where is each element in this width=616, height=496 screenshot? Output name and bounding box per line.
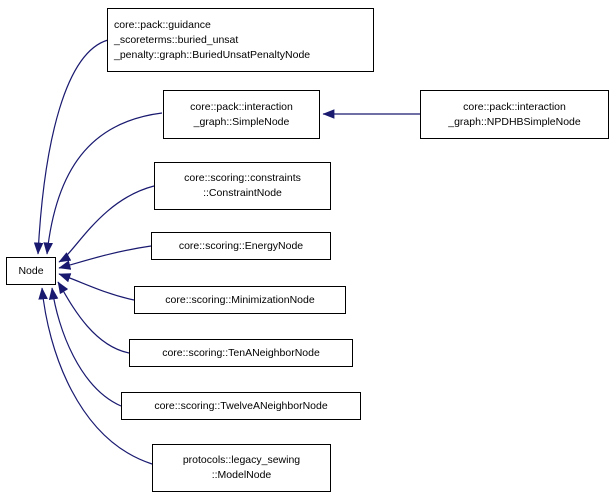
class-box-npdhb-simple-node[interactable]: core::pack::interaction _graph::NPDHBSim…: [420, 90, 609, 139]
class-label-line: core::pack::interaction: [463, 100, 566, 113]
class-label-line: ::ConstraintNode: [203, 187, 282, 199]
class-box-ten-a-neighbor-node[interactable]: core::scoring::TenANeighborNode: [129, 339, 353, 367]
class-box-simple-node[interactable]: core::pack::interaction _graph::SimpleNo…: [163, 90, 320, 139]
class-label-line: core::pack::interaction: [190, 100, 293, 113]
edge-model-node-to-node: [38, 287, 153, 465]
class-label-line: core::pack::guidance: [114, 18, 211, 31]
class-box-energy-node[interactable]: core::scoring::EnergyNode: [151, 232, 331, 260]
class-label: Node: [18, 264, 44, 277]
class-box-model-node[interactable]: protocols::legacy_sewing ::ModelNode: [152, 444, 331, 492]
edge-buried-unsat-to-node: [33, 39, 109, 255]
class-label-line: core::scoring::EnergyNode: [178, 239, 304, 252]
edge-minimization-node-to-node: [58, 273, 135, 301]
class-label-line: ::ModelNode: [211, 469, 272, 481]
class-label-line: protocols::legacy_sewing: [182, 454, 301, 466]
class-box-constraint-node[interactable]: core::scoring::constraints ::ConstraintN…: [154, 162, 331, 210]
class-label-line: _graph::NPDHBSimpleNode: [448, 115, 581, 128]
class-box-node: Node: [6, 257, 56, 285]
class-label-line: core::scoring::constraints: [184, 172, 301, 184]
edge-twelve-a-neighbor-to-node: [48, 287, 122, 407]
edge-simple-node-to-node: [43, 112, 163, 255]
class-box-twelve-a-neighbor-node[interactable]: core::scoring::TwelveANeighborNode: [121, 392, 361, 420]
class-label-line: _graph::SimpleNode: [193, 115, 290, 128]
class-label-line: core::scoring::TenANeighborNode: [162, 346, 320, 359]
class-box-minimization-node[interactable]: core::scoring::MinimizationNode: [134, 286, 346, 314]
edge-energy-node-to-node: [58, 245, 152, 270]
edge-constraint-node-to-node: [58, 185, 155, 263]
class-box-buried-unsat-penalty-node[interactable]: core::pack::guidance _scoreterms::buried…: [107, 8, 374, 72]
class-label-line: _penalty::graph::BuriedUnsatPenaltyNode: [114, 48, 311, 61]
edge-ten-a-neighbor-to-node: [57, 281, 130, 354]
class-label-line: _scoreterms::buried_unsat: [114, 33, 239, 46]
class-label-line: core::scoring::MinimizationNode: [165, 293, 315, 306]
class-label-line: core::scoring::TwelveANeighborNode: [154, 399, 328, 412]
